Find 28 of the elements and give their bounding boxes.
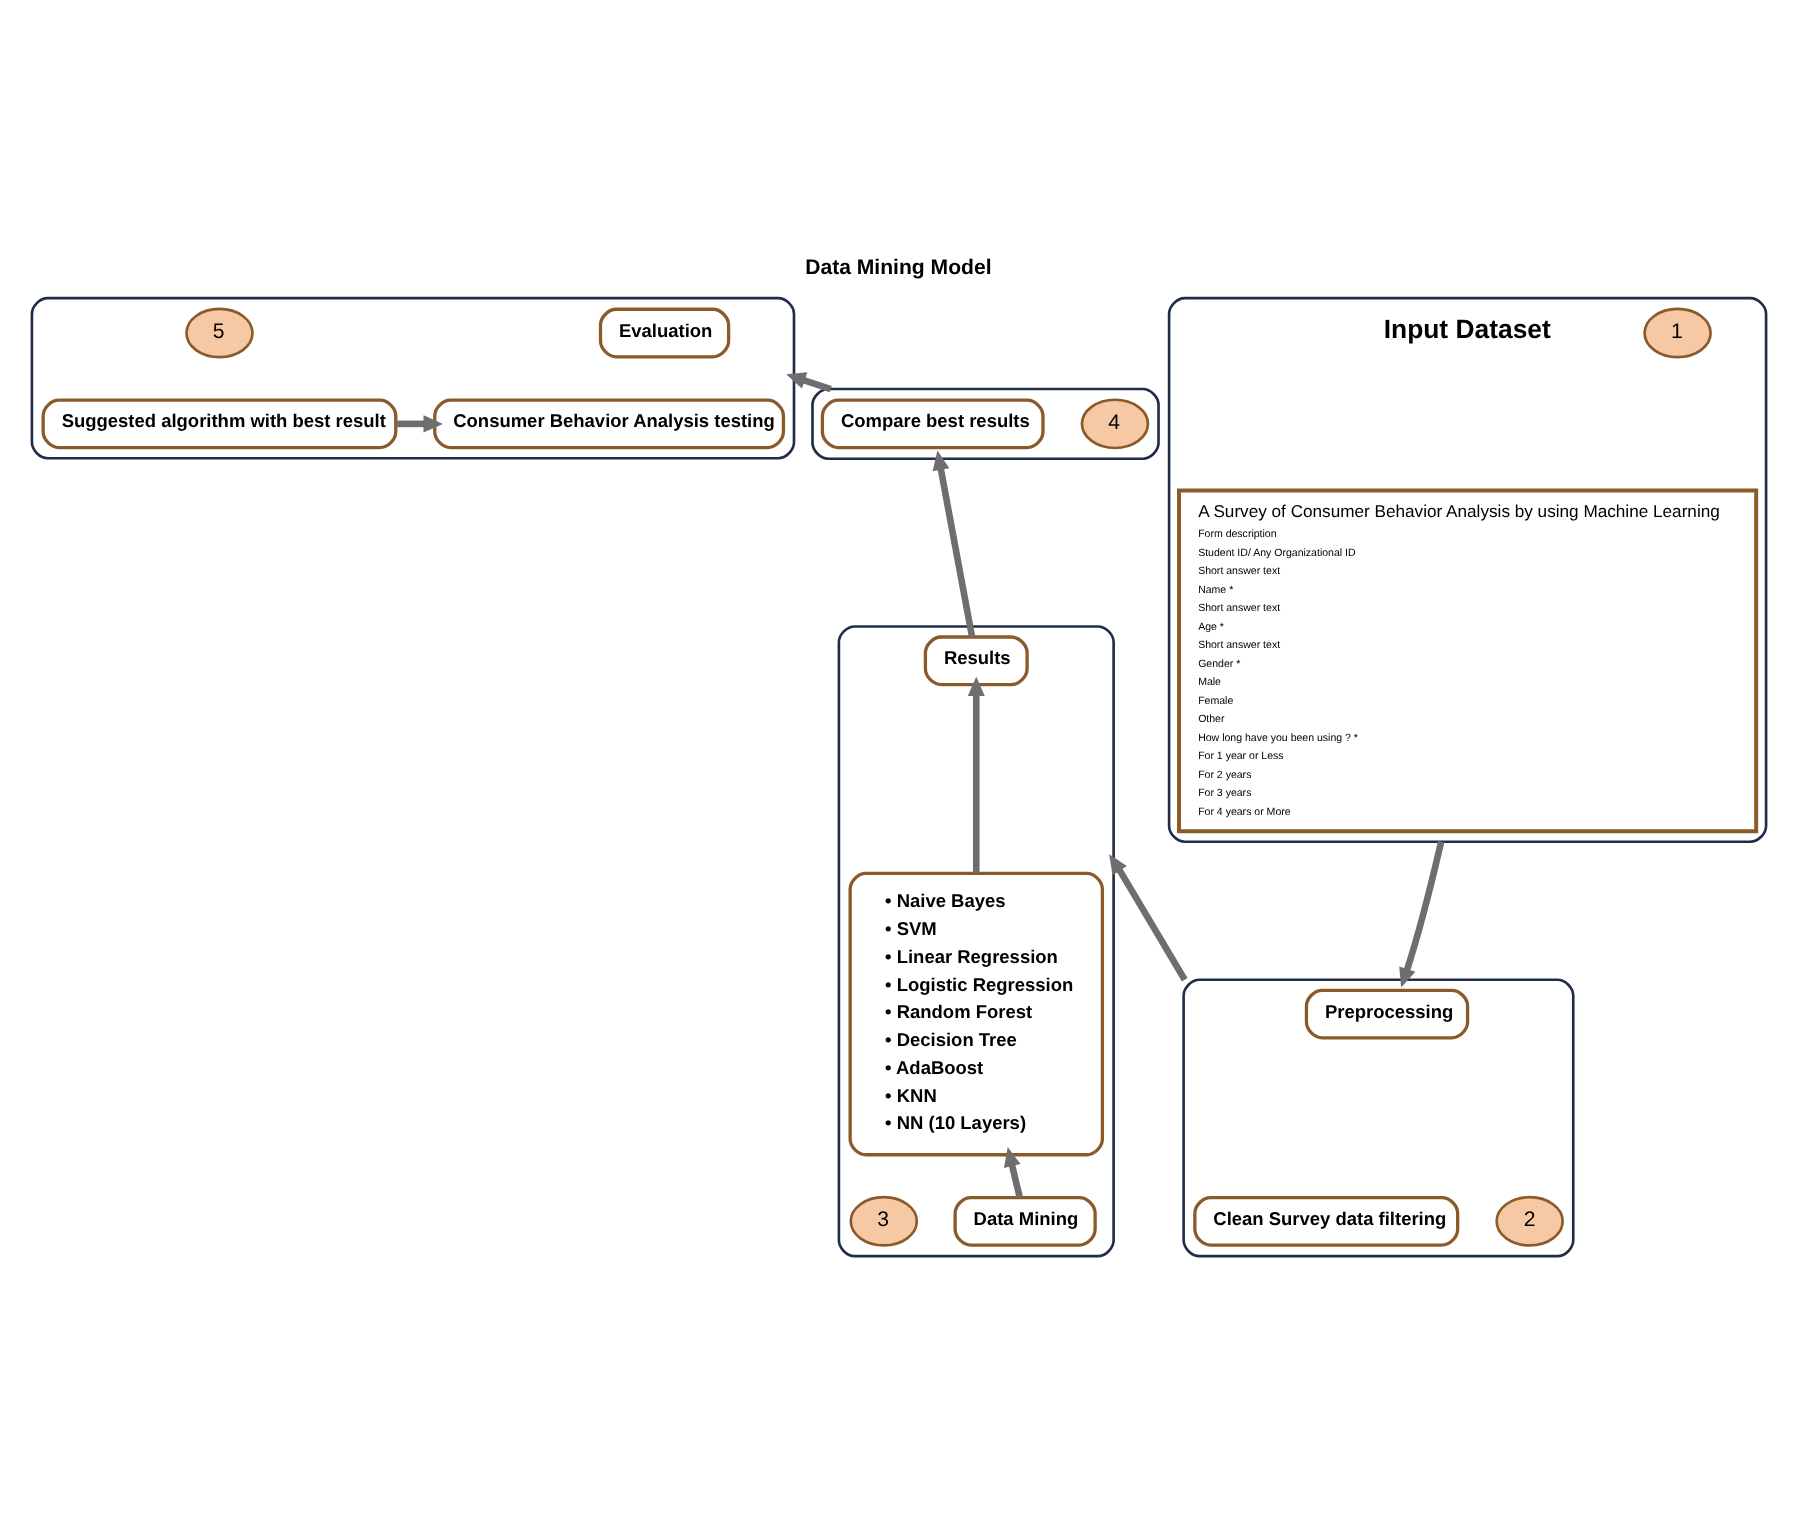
- node-box: Preprocessing: [1304, 988, 1470, 1040]
- node-ellipse: 5: [185, 307, 254, 359]
- node-box: Suggested algorithm with best result: [41, 398, 398, 450]
- node-box: Clean Survey data filtering: [1193, 1195, 1460, 1247]
- node-box: Results: [923, 635, 1029, 687]
- node-text: Input Dataset: [1383, 314, 1551, 345]
- arrow: [932, 450, 976, 638]
- cluster: [837, 625, 1115, 1258]
- node-ellipse: 1: [1643, 307, 1712, 359]
- arrow: [1399, 841, 1445, 988]
- cluster: [1182, 978, 1575, 1258]
- node-box: • Naive Bayes • SVM • Linear Regression • Logistic Regression • Random Forest • Decision Tree • AdaBoost • KNN • NN (10 Layers): [848, 871, 1105, 1157]
- node-ellipse: 3: [849, 1195, 919, 1247]
- arrow: [1109, 854, 1188, 982]
- node-box: Compare best results: [820, 398, 1045, 450]
- arrow: [396, 415, 443, 433]
- cluster: [811, 387, 1160, 461]
- arrow: [1003, 1147, 1023, 1199]
- diagram-title: Data Mining Model: [805, 256, 992, 281]
- cluster: [30, 296, 796, 460]
- node-box: Evaluation: [598, 307, 731, 359]
- node-box: Consumer Behavior Analysis testing: [433, 398, 786, 450]
- arrow: [967, 676, 985, 874]
- cluster: [1167, 296, 1768, 844]
- node-ellipse: 4: [1080, 398, 1150, 450]
- node-ellipse: 2: [1495, 1195, 1564, 1247]
- arrow: [786, 372, 832, 393]
- node-box: Data Mining: [953, 1195, 1097, 1247]
